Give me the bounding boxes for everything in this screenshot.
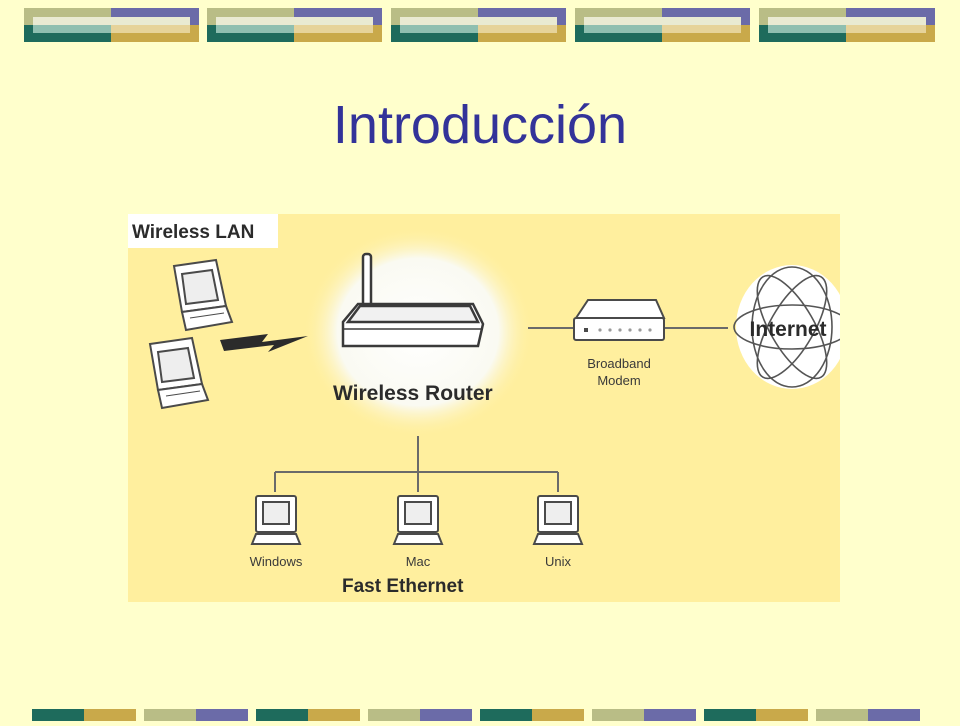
band-block-4 bbox=[575, 8, 750, 42]
unix-computer-icon bbox=[532, 495, 584, 545]
internet-icon bbox=[733, 265, 840, 389]
bottom-band-segments bbox=[32, 709, 920, 721]
modem-label-line2: Modem bbox=[597, 373, 640, 388]
band-block-3 bbox=[391, 8, 566, 42]
network-diagram: Wireless LAN Wireless Router bbox=[128, 214, 840, 602]
bottom-decorative-band bbox=[0, 708, 960, 721]
laptop-icon-2 bbox=[148, 336, 210, 410]
mac-computer-icon bbox=[392, 495, 444, 545]
band-block-1 bbox=[24, 8, 199, 42]
laptop-icon-1 bbox=[172, 258, 234, 332]
fast-ethernet-label: Fast Ethernet bbox=[342, 576, 464, 597]
top-decorative-band bbox=[0, 0, 960, 52]
band-block-2 bbox=[207, 8, 382, 42]
client-label-unix: Unix bbox=[545, 554, 572, 569]
client-label-mac: Mac bbox=[406, 554, 431, 569]
windows-computer-icon bbox=[250, 495, 302, 545]
slide-title: Introducción bbox=[332, 95, 628, 155]
broadband-modem-icon bbox=[573, 299, 666, 341]
router-label: Wireless Router bbox=[333, 382, 493, 405]
band-block-5 bbox=[759, 8, 935, 42]
client-label-windows: Windows bbox=[250, 554, 303, 569]
wireless-signal-icon bbox=[220, 334, 308, 352]
wireless-lan-label: Wireless LAN bbox=[132, 222, 254, 243]
ethernet-bus bbox=[274, 436, 559, 492]
modem-label-line1: Broadband bbox=[587, 356, 651, 371]
wireless-router-icon bbox=[341, 252, 485, 348]
internet-label: Internet bbox=[749, 318, 826, 341]
wireless-lan-label-bg bbox=[128, 214, 278, 248]
